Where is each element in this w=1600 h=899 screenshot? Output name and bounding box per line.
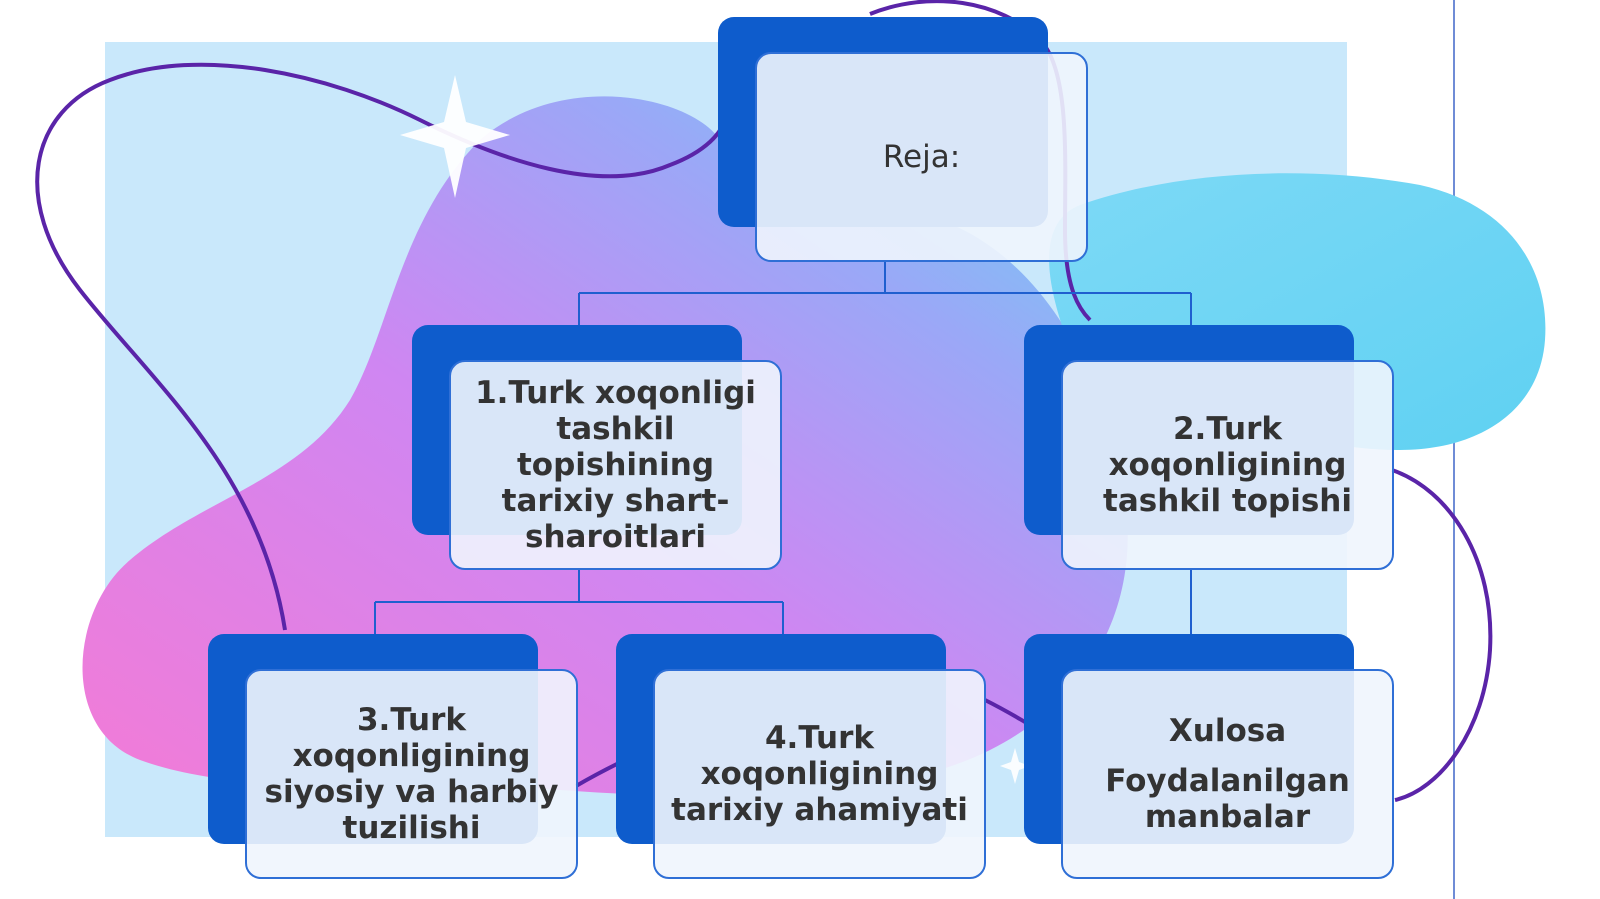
node-3-card: 3.Turk xoqonligining siyosiy va harbiy t… (245, 669, 578, 879)
sparkle-icon-small (1000, 748, 1030, 784)
node-4-card: 4.Turk xoqonligining tarixiy ahamiyati (653, 669, 986, 879)
right-divider-line (1453, 0, 1455, 899)
sparkle-icon (400, 75, 510, 198)
node-3: 3.Turk xoqonligining siyosiy va harbiy t… (208, 634, 578, 879)
node-root: Reja: (718, 17, 1088, 262)
node-5: Xulosa Foydalanilgan manbalar (1024, 634, 1394, 879)
node-5-label: Xulosa (1168, 713, 1287, 749)
node-3-label: 3.Turk xoqonligining siyosiy va harbiy t… (264, 702, 559, 846)
node-1: 1.Turk xoqonligi tashkil topishining tar… (412, 325, 782, 570)
node-2-label: 2.Turk xoqonligining tashkil topishi (1103, 411, 1352, 519)
node-4-label: 4.Turk xoqonligining tarixiy ahamiyati (671, 720, 968, 828)
swirl-line-bottom-mid (984, 698, 1026, 724)
node-root-label: Reja: (882, 139, 961, 175)
node-5-card: Xulosa Foydalanilgan manbalar (1061, 669, 1394, 879)
node-2: 2.Turk xoqonligining tashkil topishi (1024, 325, 1394, 570)
tree-connectors (374, 262, 1192, 634)
node-4: 4.Turk xoqonligining tarixiy ahamiyati (616, 634, 986, 879)
node-root-card: Reja: (755, 52, 1088, 262)
node-2-card: 2.Turk xoqonligining tashkil topishi (1061, 360, 1394, 570)
swirl-line-right (1391, 468, 1493, 802)
node-1-label: 1.Turk xoqonligi tashkil topishining tar… (475, 375, 756, 555)
node-1-card: 1.Turk xoqonligi tashkil topishining tar… (449, 360, 782, 570)
swirl-line-left (35, 62, 722, 631)
node-5-sublabel: Foydalanilgan manbalar (1105, 763, 1350, 835)
